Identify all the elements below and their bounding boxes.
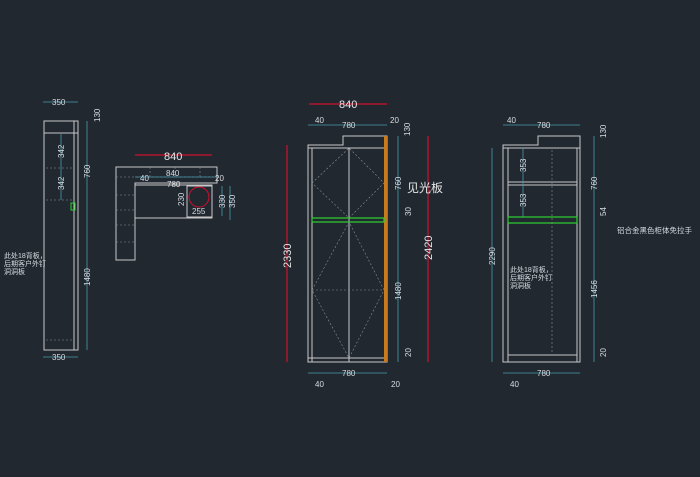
dim-upper-height: 760 [83,164,92,178]
side-view: 350 350 130 760 1480 342 342 此处18背板， 后期客… [4,98,102,362]
dim-right-offset: 20 [215,174,224,183]
note-line: 此处18背板， [4,251,47,260]
note-line: 后期客户外钉 [4,259,46,268]
dim-upper-height: 760 [394,176,403,190]
interior-view: 40 780 2290 353 353 130 760 54 1456 20 此… [488,116,692,389]
appliance-circle [188,186,210,208]
dim-inner-total: 840 [166,169,180,178]
dim-width-top: 350 [52,98,66,107]
note-line: 此处18背板， [510,265,553,274]
dim-left-offset: 40 [507,116,516,125]
dim-overall: 840 [164,151,182,163]
plan-view: 840 840 40 780 20 230 255 330 350 [115,151,237,261]
dim-box-height: 230 [177,192,186,206]
dim-shelf-thickness: 30 [404,207,413,216]
dim-bottom-left: 40 [510,380,519,389]
dim-width-bottom: 350 [52,353,66,362]
front-view: 840 40 780 20 2330 2420 130 760 30 1480 … [282,99,443,389]
dim-shelf-1: 353 [519,158,528,172]
cabinet-front-outline [307,135,388,363]
cabinet-interior-outline [502,135,581,363]
dim-upper-height: 760 [590,176,599,190]
dim-bottom-right: 20 [391,380,400,389]
side-panel [384,136,387,362]
note-line: 后期客户外钉 [510,273,552,282]
dim-left-offset: 40 [140,174,149,183]
dim-bottom-left: 40 [315,380,324,389]
dim-total-left: 2330 [282,244,294,268]
dim-bottom-width: 780 [342,369,356,378]
dim-inner-width: 780 [167,180,181,189]
shelf-highlight [507,216,578,224]
wall-outline [115,166,218,261]
dim-depth-inner: 330 [218,194,227,208]
shelf-bracket-icon [70,202,76,211]
dim-lower-height: 1480 [83,268,92,286]
note-line: 洞洞板 [510,281,531,290]
dim-lower-height: 1456 [590,280,599,298]
dim-shelf-2: 342 [57,176,66,190]
dim-right-offset: 20 [390,116,399,125]
dim-base: 20 [599,348,608,357]
dim-overall-width: 840 [339,99,357,111]
dim-bottom-width: 780 [537,369,551,378]
dim-lower-height: 1480 [394,282,403,300]
dim-shelf-thickness: 54 [599,207,608,216]
dim-top-height: 130 [93,108,102,122]
dim-left-offset: 40 [315,116,324,125]
dim-shelf-2: 353 [519,193,528,207]
shelf-highlight [311,217,385,223]
side-cabinet-outline [43,120,79,351]
dim-inner-width: 780 [537,121,551,130]
side-panel-label: 见光板 [407,181,443,195]
dim-inner-width: 780 [342,121,356,130]
dim-top-height: 130 [403,122,412,136]
dim-total-right: 2420 [423,236,435,260]
dim-depth-outer: 350 [228,194,237,208]
dim-top-height: 130 [599,124,608,138]
dim-base: 20 [404,348,413,357]
dim-box-width: 255 [192,207,206,216]
note-line: 洞洞板 [4,267,25,276]
dim-shelf-1: 342 [57,144,66,158]
dim-total-height: 2290 [488,247,497,265]
handle-note: 铝合金黑色柜体免拉手 [617,225,692,235]
